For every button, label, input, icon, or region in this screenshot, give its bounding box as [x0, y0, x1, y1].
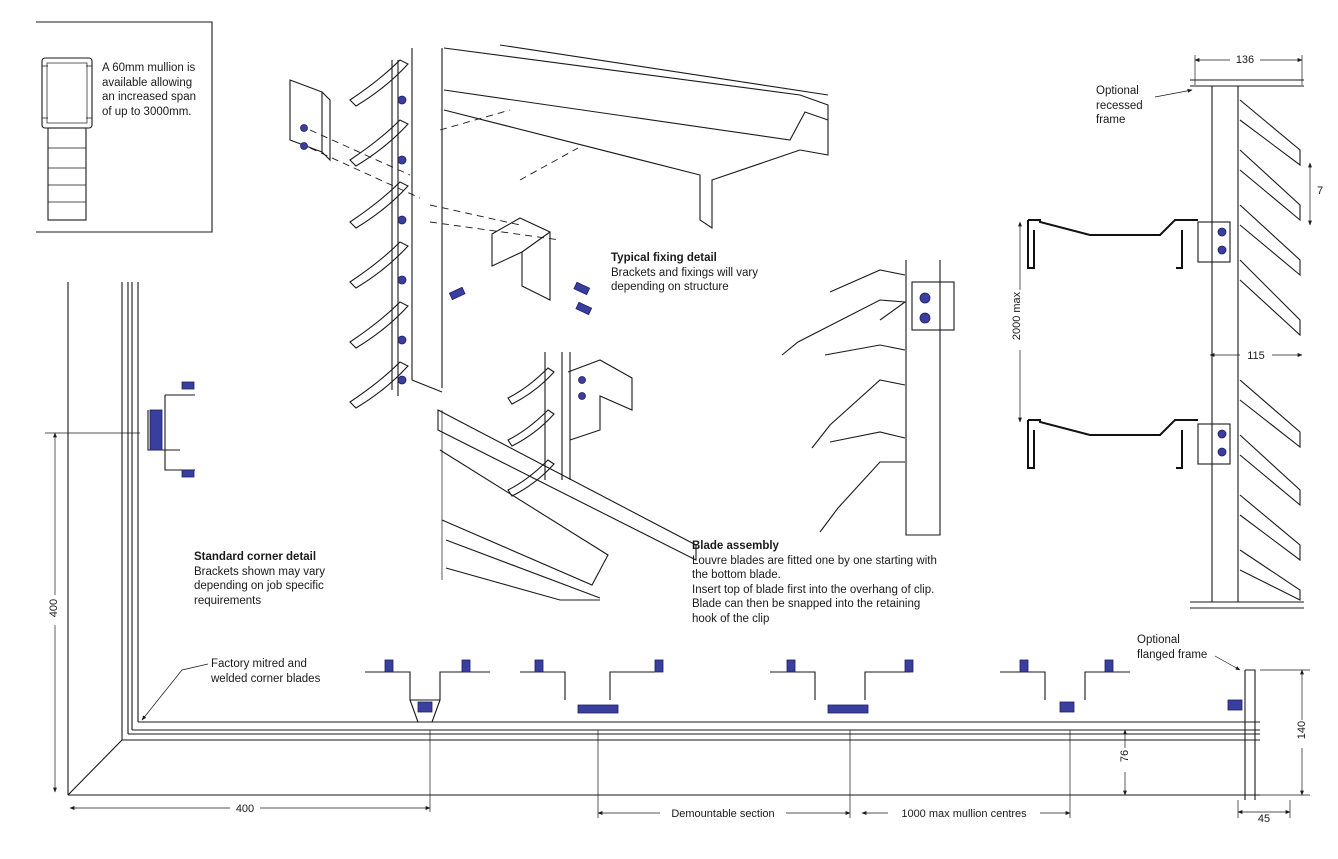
recessed-note-line: recessed: [1096, 99, 1143, 112]
blade-note-line: hook of the clip: [692, 612, 770, 625]
fixing-note-line: Brackets and fixings will vary: [611, 266, 758, 279]
mullion-note-line: A 60mm mullion is: [102, 62, 196, 74]
mullion-detail: [36, 21, 213, 233]
corner-note-line: requirements: [194, 594, 262, 607]
louvre-elevation: [1027, 79, 1304, 609]
recessed-note-line: Optional: [1096, 85, 1139, 97]
mullion-note-line: an increased span: [102, 91, 196, 103]
louvre-iso-detail: [289, 48, 443, 409]
clip-profile: [781, 260, 955, 536]
mullion-note-line: of up to 3000mm.: [102, 105, 192, 118]
blade-assembly-note: Blade assembly Louvre blades are fitted …: [692, 539, 937, 626]
dim-7: 7: [1317, 185, 1323, 197]
mullion-plan-row: [365, 659, 1256, 800]
dim-136: 136: [1236, 54, 1254, 66]
blade-note-line: Insert top of blade first into the overh…: [692, 583, 935, 596]
dim-76: 76: [1119, 750, 1131, 762]
corner-note-line: Brackets shown may vary: [194, 565, 326, 578]
blade-note-title: Blade assembly: [692, 540, 779, 552]
factory-mitred-note: Factory mitred and welded corner blades: [211, 657, 320, 686]
recessed-note-line: frame: [1096, 114, 1126, 126]
dim-400-horizontal: 400: [236, 803, 254, 815]
corner-note-line: depending on job specific: [194, 580, 324, 592]
corner-note: Standard corner detail Brackets shown ma…: [194, 550, 325, 608]
dim-400-vertical: 400: [48, 599, 60, 617]
blade-note-line: Blade can then be snapped into the retai…: [692, 598, 921, 610]
mullion-note: A 60mm mullion is available allowing an …: [102, 61, 196, 119]
frame-profile-iso: [429, 44, 829, 241]
dim-mullion-centres: 1000 max mullion centres: [901, 808, 1027, 820]
corner-plan: [67, 282, 1260, 796]
angle-bracket: [448, 217, 593, 316]
factory-note-line: welded corner blades: [211, 672, 321, 685]
flanged-frame-note: Optional flanged frame: [1137, 633, 1207, 662]
flanged-note-line: flanged frame: [1137, 648, 1208, 661]
dim-2000-max: 2000 max: [1011, 291, 1023, 340]
fixing-note-line: depending on structure: [611, 281, 729, 293]
recessed-frame-note: Optional recessed frame: [1096, 84, 1143, 128]
corner-note-title: Standard corner detail: [194, 551, 317, 563]
mullion-note-line: available allowing: [102, 76, 193, 89]
dim-140: 140: [1296, 721, 1308, 739]
fixing-note-title: Typical fixing detail: [611, 252, 717, 264]
blade-note-line: the bottom blade.: [692, 569, 781, 581]
flanged-note-line: Optional: [1137, 634, 1180, 646]
dim-demountable-section: Demountable section: [671, 808, 774, 820]
factory-note-line: Factory mitred and: [211, 658, 307, 670]
dim-45: 45: [1258, 813, 1270, 825]
dim-115: 115: [1247, 350, 1265, 362]
fixing-note: Typical fixing detail Brackets and fixin…: [611, 251, 758, 295]
blade-assembly-iso: [437, 352, 697, 601]
blade-note-line: Louvre blades are fitted one by one star…: [692, 554, 937, 567]
